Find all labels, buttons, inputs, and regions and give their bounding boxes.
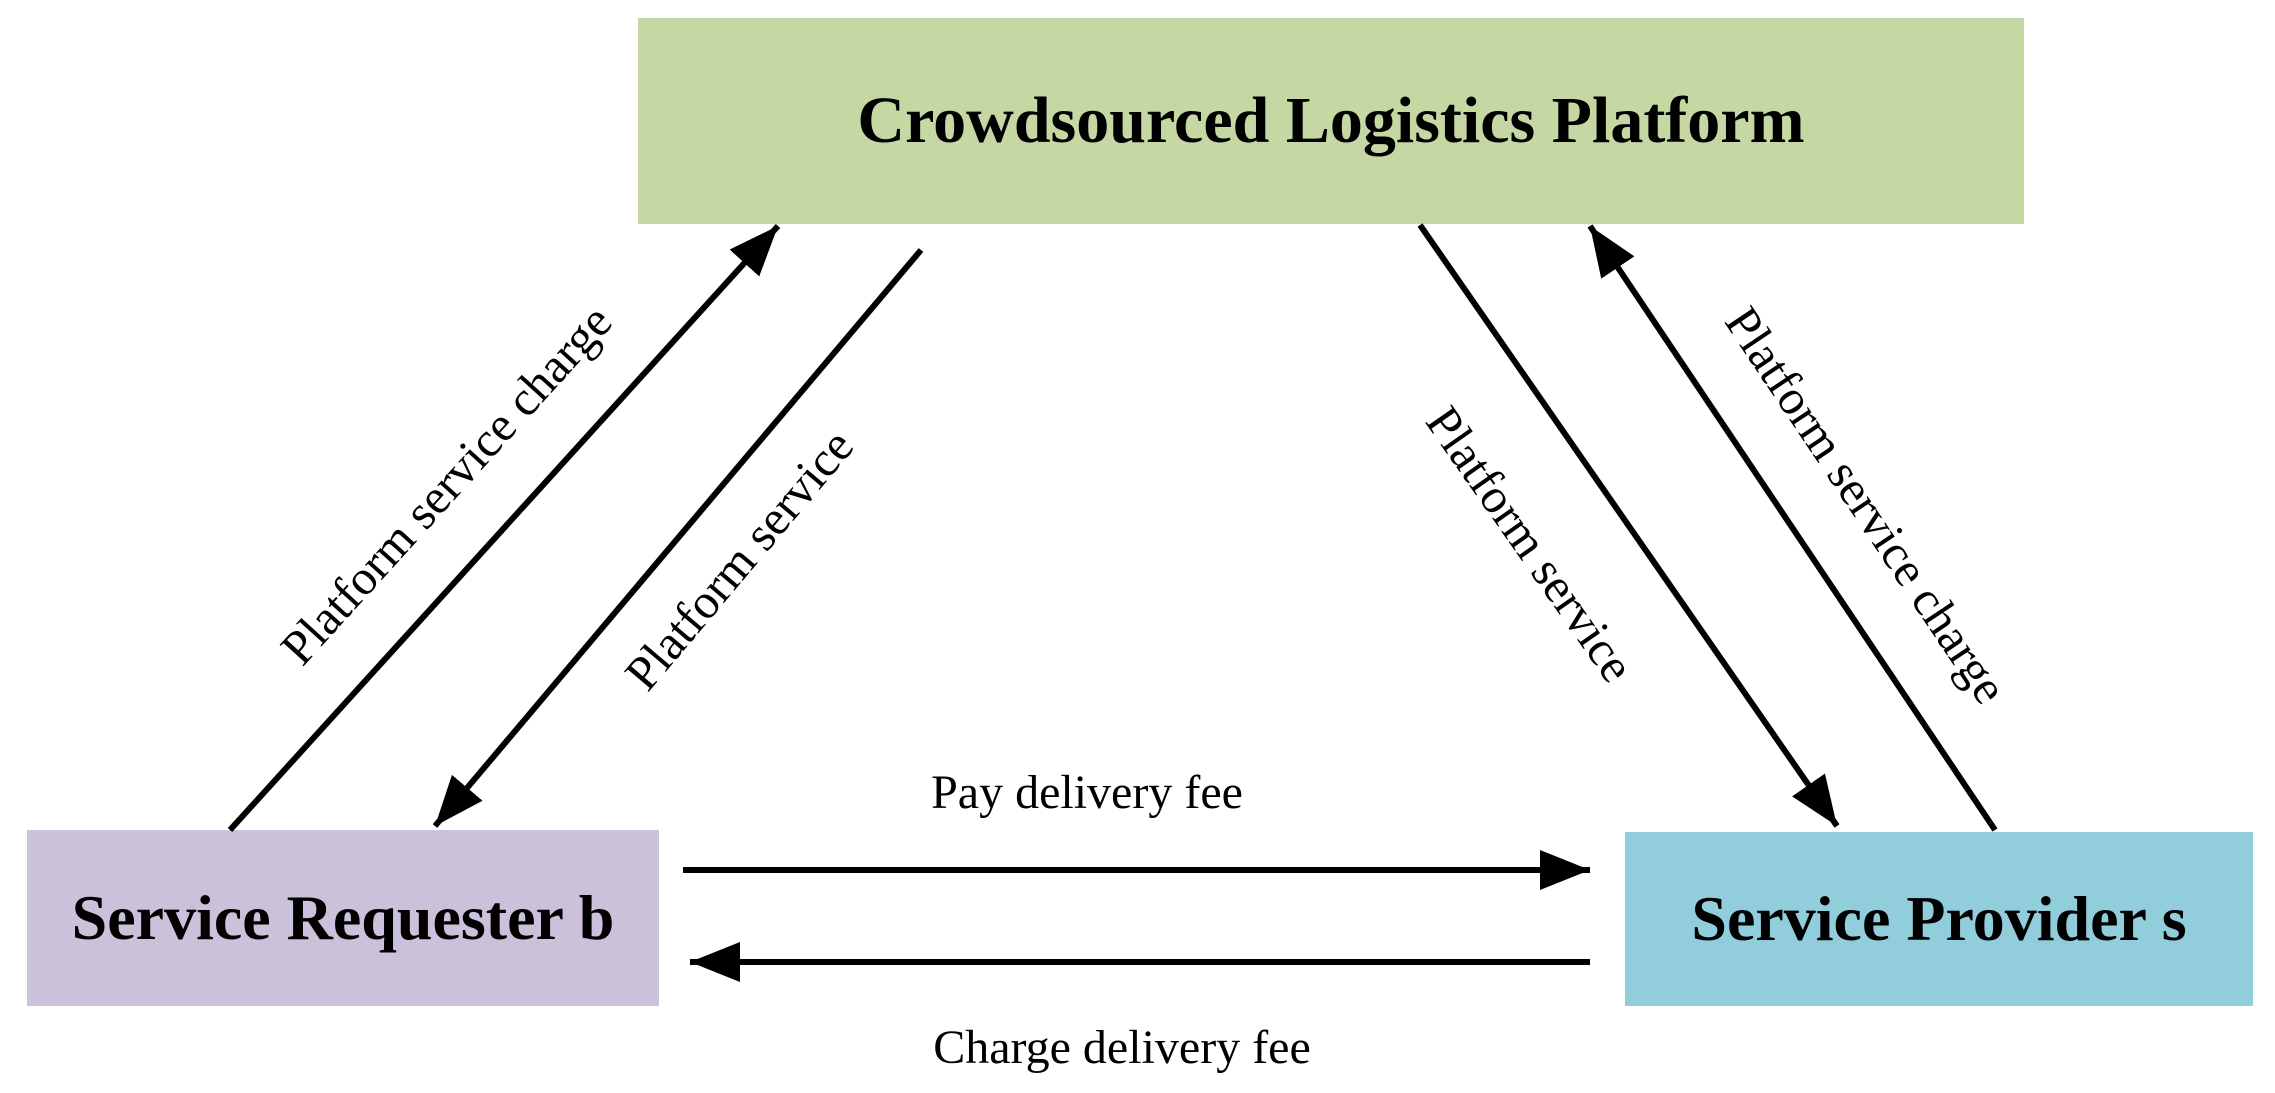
label-provider-platform-charge: Platform service charge xyxy=(1714,297,2018,714)
service-provider-node: Service Provider s xyxy=(1625,832,2253,1006)
service-requester-node: Service Requester b xyxy=(27,830,659,1006)
platform-to-requester-arrow xyxy=(432,248,924,828)
platform-node: Crowdsourced Logistics Platform xyxy=(638,18,2024,224)
requester-to-platform-arrow xyxy=(227,223,781,833)
provider-to-platform-arrow xyxy=(1587,224,1998,832)
label-requester-platform-charge: Platform service charge xyxy=(270,294,623,675)
platform-to-provider-arrow xyxy=(1417,223,1840,828)
label-charge-delivery-fee: Charge delivery fee xyxy=(933,1021,1311,1074)
label-pay-delivery-fee: Pay delivery fee xyxy=(931,766,1243,819)
label-platform-provider-service: Platform service xyxy=(1415,396,1645,692)
label-platform-requester-service: Platform service xyxy=(614,419,864,701)
